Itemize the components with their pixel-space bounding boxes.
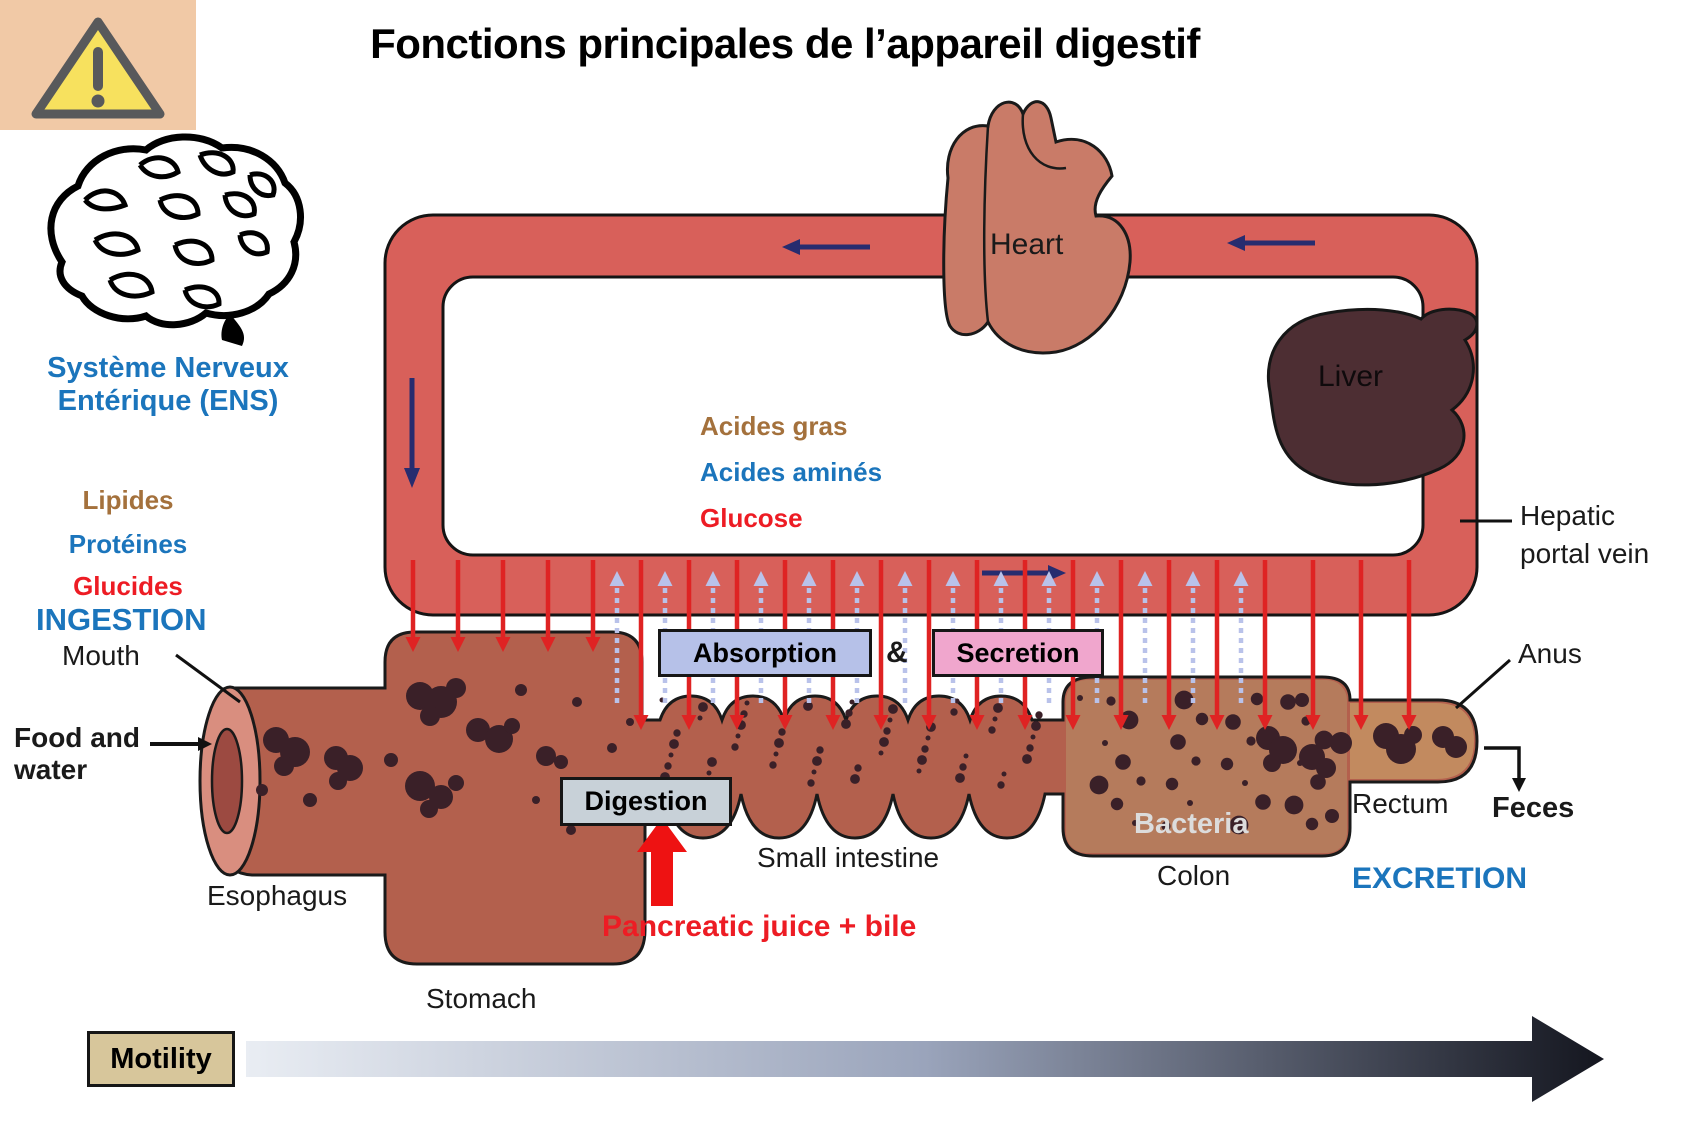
liver-illustration [1266, 307, 1479, 487]
hepatic-portal-vein-label-line2: portal vein [1520, 538, 1650, 569]
feces-label: Feces [1492, 792, 1575, 824]
feces-pointer [1484, 746, 1521, 778]
anus-pointer [1455, 658, 1511, 710]
food-particles [256, 678, 1467, 835]
rectum-label: Rectum [1352, 788, 1449, 819]
heart-illustration [942, 100, 1132, 355]
page-title: Fonctions principales de l’appareil dige… [370, 20, 1200, 67]
mouth-label: Mouth [62, 640, 140, 671]
secretion-box: Secretion [932, 629, 1104, 677]
brain-icon [47, 133, 304, 346]
food-arrowhead [198, 737, 212, 751]
hepatic-portal-vein-label-line1: Hepatic [1520, 500, 1615, 531]
mouth-lumen [210, 727, 244, 835]
nutrient-glucides: Glucides [73, 571, 183, 601]
bacteria-label: Bacteria [1134, 808, 1249, 840]
excretion-label: EXCRETION [1352, 862, 1528, 895]
warning-background [0, 0, 196, 130]
stomach-label: Stomach [426, 983, 537, 1014]
ingestion-label: INGESTION [36, 602, 207, 637]
liver-label: Liver [1318, 360, 1384, 393]
mouth-pointer [175, 653, 241, 704]
digestion-box: Digestion [560, 777, 732, 826]
blood-flow-arrows [404, 235, 1315, 581]
ens-label: Système Nerveux Entérique (ENS) [47, 352, 289, 417]
warning-icon [31, 17, 165, 119]
anus-label: Anus [1518, 638, 1582, 669]
nutrient-proteines: Protéines [68, 529, 188, 559]
ampersand-label: & [886, 636, 908, 669]
motility-gradient-arrow [246, 1016, 1604, 1102]
pancreatic-juice-label: Pancreatic juice + bile [602, 910, 917, 943]
heart-label: Heart [990, 228, 1064, 261]
secretion-absorption-arrows [405, 560, 1417, 730]
absorbed-acides-gras: Acides gras [700, 411, 848, 441]
pancreatic-juice-arrow [637, 818, 687, 906]
pointer-lines [150, 519, 1526, 792]
colon-label: Colon [1157, 860, 1231, 891]
esophagus-label: Esophagus [207, 880, 348, 911]
absorption-box: Absorption [658, 629, 872, 677]
absorbed-glucose: Glucose [700, 503, 803, 533]
food-and-water-label: Food and water [14, 722, 140, 785]
small-intestine-label: Small intestine [757, 842, 940, 873]
feces-arrowhead [1512, 778, 1526, 792]
motility-box: Motility [87, 1031, 235, 1087]
absorbed-acides-amines: Acides aminés [700, 457, 883, 487]
nutrient-lipides: Lipides [82, 485, 174, 515]
